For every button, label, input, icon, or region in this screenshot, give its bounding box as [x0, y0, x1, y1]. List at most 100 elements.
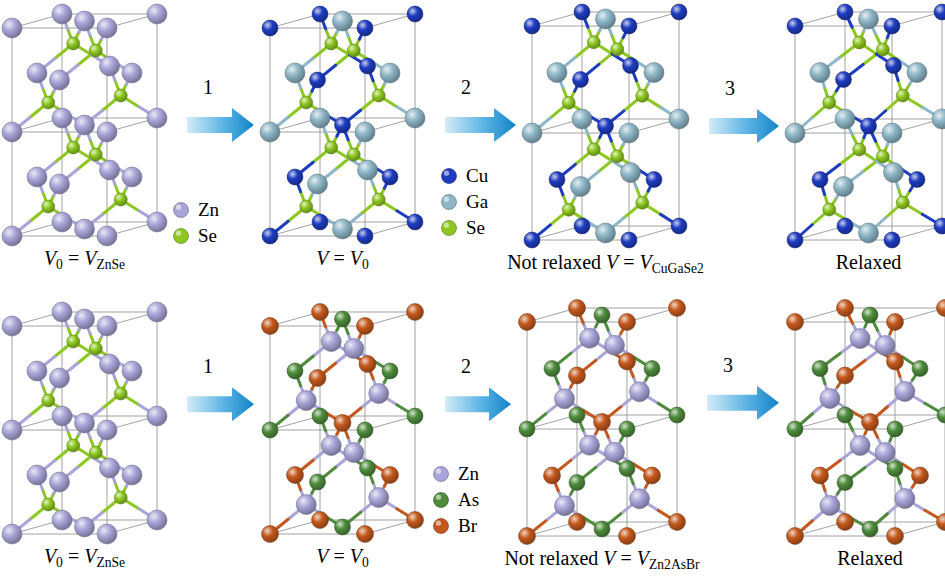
atom — [555, 496, 575, 516]
cell-edge — [527, 536, 627, 537]
atom — [67, 439, 80, 452]
cell-edge — [320, 312, 415, 313]
atom — [812, 172, 828, 188]
atom — [787, 232, 803, 248]
cell-edge — [12, 534, 107, 535]
atom — [2, 524, 22, 544]
atom — [114, 387, 127, 400]
atom — [862, 414, 879, 431]
atom — [836, 72, 852, 88]
atom — [2, 122, 22, 142]
atom — [834, 177, 854, 197]
atom — [562, 96, 575, 109]
atom — [50, 70, 70, 90]
cell-edge — [12, 132, 107, 133]
crystal-cell — [519, 300, 686, 545]
atom — [887, 421, 903, 437]
atom — [407, 214, 423, 230]
cell-edge — [270, 28, 365, 29]
atom — [630, 382, 650, 402]
atom — [52, 406, 72, 426]
atom — [287, 363, 303, 379]
swatch-sphere — [434, 467, 449, 482]
atom — [122, 63, 142, 83]
atom — [594, 414, 611, 431]
atom — [669, 109, 689, 129]
atom — [114, 89, 127, 102]
crystal-cell — [262, 304, 424, 543]
atom — [325, 141, 338, 154]
atom — [887, 353, 904, 370]
atom-swatch — [440, 219, 458, 237]
atom — [937, 514, 945, 531]
volume-caption: V0 = VZnSe — [44, 544, 125, 571]
cell-edge — [270, 236, 365, 237]
atom — [823, 203, 836, 216]
atom — [296, 391, 316, 411]
cell-edge — [532, 240, 629, 241]
atom — [837, 367, 854, 384]
volume-caption: Relaxed — [836, 250, 902, 274]
atom — [574, 218, 590, 234]
atom — [2, 420, 22, 440]
atom — [937, 407, 945, 423]
atom — [934, 218, 945, 234]
atom — [333, 219, 353, 239]
atom — [887, 314, 904, 331]
swatch-highlight — [436, 521, 441, 526]
swatch-sphere — [174, 229, 189, 244]
crystal-cell — [785, 4, 945, 248]
atom — [787, 18, 803, 34]
atom — [310, 474, 326, 490]
atom — [785, 123, 805, 143]
atom — [67, 335, 80, 348]
swatch-sphere — [442, 221, 457, 236]
legend-entry: Br — [432, 514, 477, 538]
atom — [147, 212, 167, 232]
atom — [334, 415, 351, 432]
atom — [407, 6, 423, 22]
atom — [407, 408, 423, 424]
structure-panel: Not relaxed V = VZn2AsBr — [521, 302, 683, 542]
atom — [312, 6, 328, 22]
atom — [52, 510, 72, 530]
atom — [52, 4, 72, 24]
atom — [909, 172, 925, 188]
atom — [619, 123, 639, 143]
volume-caption: V = V0 — [316, 544, 369, 571]
legend-text: Zn — [198, 199, 219, 221]
atom — [147, 108, 167, 128]
atom — [147, 302, 167, 322]
atom — [75, 115, 95, 135]
atom — [333, 11, 353, 31]
swatch-highlight — [444, 171, 449, 176]
atom — [636, 89, 649, 102]
cell-edge — [532, 133, 629, 134]
atom — [296, 495, 316, 515]
atom — [75, 413, 95, 433]
atom — [312, 214, 328, 230]
atom — [907, 63, 927, 83]
cell-edge — [582, 12, 679, 13]
atom — [562, 203, 575, 216]
cell-edge — [12, 236, 107, 237]
atom — [357, 422, 373, 438]
atom — [75, 309, 95, 329]
cell-edge — [795, 26, 892, 27]
cell-edge — [270, 326, 365, 327]
atom-swatch — [172, 201, 190, 219]
step-number: 3 — [725, 76, 735, 100]
step-number: 1 — [203, 354, 213, 378]
volume-caption: V = V0 — [316, 246, 369, 273]
atom — [859, 223, 879, 243]
atom — [580, 435, 600, 455]
volume-caption: V0 = VZnSe — [44, 246, 125, 273]
atom — [97, 316, 117, 336]
atom — [522, 123, 542, 143]
atom — [97, 122, 117, 142]
volume-caption: Relaxed — [837, 546, 903, 570]
atom-swatch — [432, 517, 450, 535]
atom — [97, 18, 117, 38]
atom — [89, 342, 102, 355]
legend-text: Zn — [458, 463, 479, 485]
